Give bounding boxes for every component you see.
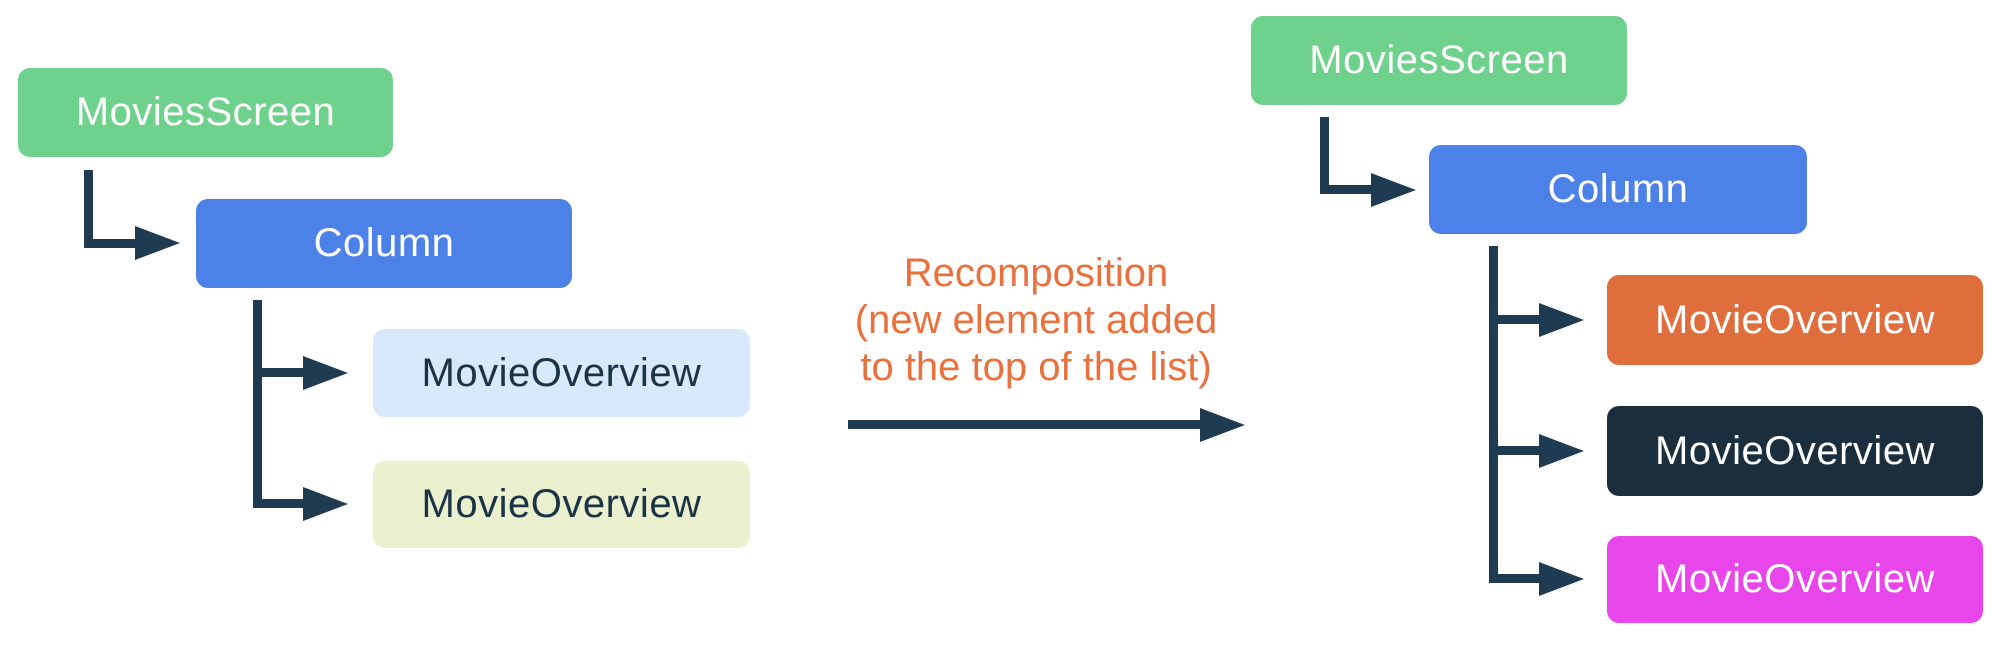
node-label: MoviesScreen [1309, 38, 1569, 82]
arrow-head-icon [1371, 173, 1416, 207]
arrow-head-icon [135, 226, 180, 260]
arrow-head-icon [303, 487, 348, 521]
node-label: Column [1547, 167, 1689, 211]
node-moviesscreen: MoviesScreen [18, 68, 393, 157]
node-label: MovieOverview [421, 482, 702, 526]
node-column: Column [1429, 145, 1807, 234]
connector-line [1489, 574, 1539, 583]
node-movieoverview-3: MovieOverview [1607, 536, 1983, 623]
node-movieoverview-2: MovieOverview [1607, 406, 1983, 496]
node-label: MovieOverview [421, 350, 702, 395]
node-column: Column [196, 199, 572, 288]
connector-line [1320, 185, 1371, 194]
arrow-head-icon [1539, 303, 1584, 337]
arrow-head-icon [1539, 562, 1584, 596]
node-label: MovieOverview [1655, 428, 1935, 473]
connector-line [84, 170, 93, 248]
node-label: MovieOverview [1655, 557, 1935, 601]
arrow-head-icon [1200, 408, 1245, 442]
recomposition-label-line3: to the top of the list) [860, 345, 1212, 389]
connector-line [1489, 446, 1539, 455]
node-movieoverview-2: MovieOverview [373, 461, 750, 548]
node-moviesscreen: MoviesScreen [1251, 16, 1627, 105]
node-movieoverview-1: MovieOverview [1607, 275, 1983, 365]
node-label: MovieOverview [1655, 297, 1935, 342]
connector-line [1489, 246, 1498, 583]
recomposition-label-line2: (new element added [854, 298, 1218, 342]
connector-line [253, 368, 303, 377]
node-label: MoviesScreen [75, 90, 336, 134]
connector-line [253, 300, 262, 508]
connector-line [84, 239, 135, 248]
connector-line [1320, 117, 1329, 194]
connector-line [1489, 315, 1539, 324]
node-label: Column [313, 221, 455, 265]
recomposition-label-line1: Recomposition [903, 251, 1169, 295]
connector-line [848, 420, 1205, 429]
connector-line [253, 499, 303, 508]
arrow-head-icon [303, 356, 348, 390]
node-movieoverview-1: MovieOverview [373, 329, 750, 417]
recomposition-label: Recomposition (new element added to the … [826, 250, 1246, 391]
arrow-head-icon [1539, 434, 1584, 468]
